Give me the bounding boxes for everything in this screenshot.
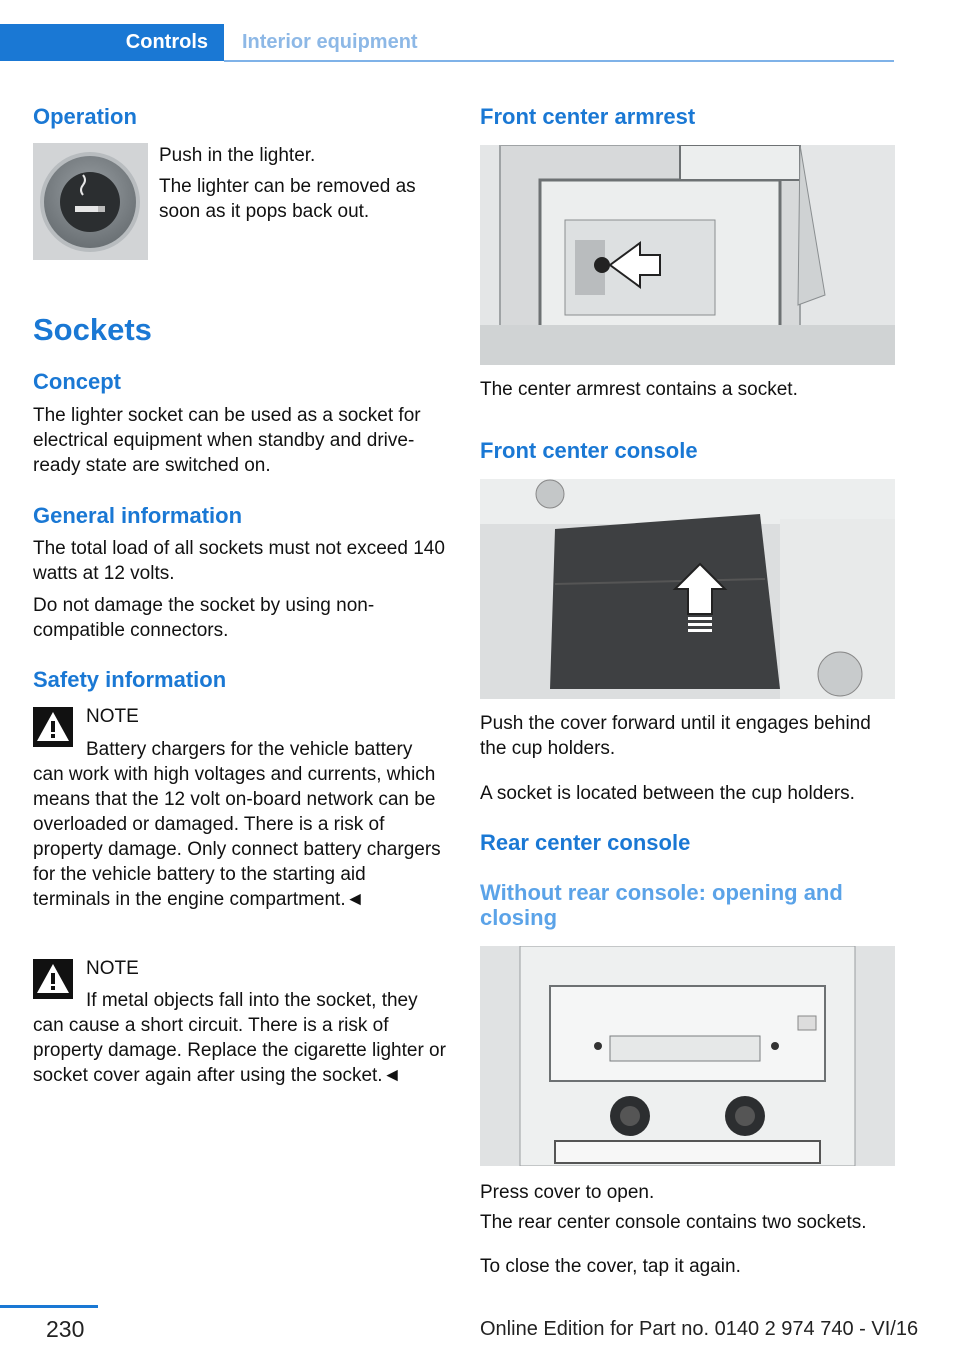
concept-heading: Concept	[33, 369, 121, 394]
general-paragraph-1: The total load of all sockets must not e…	[33, 538, 445, 584]
warning-triangle-icon	[33, 959, 73, 999]
edition-text: Online Edition for Part no. 0140 2 974 7…	[480, 1318, 919, 1340]
operation-heading: Operation	[33, 104, 137, 129]
rear-paragraph-3: To close the cover, tap it again.	[480, 1256, 741, 1277]
general-information-heading: General information	[33, 503, 243, 528]
front-center-armrest-heading: Front center armrest	[480, 104, 696, 129]
armrest-image	[480, 144, 895, 365]
rear-paragraph-2: The rear center console contains two soc…	[480, 1212, 867, 1233]
note-2-text: If metal objects fall into the socket, t…	[33, 990, 446, 1086]
header-divider	[224, 60, 894, 62]
console-paragraph-2: A socket is located between the cup hold…	[480, 783, 855, 804]
front-center-console-heading: Front center console	[480, 438, 698, 463]
general-paragraph-2: Do not damage the socket by using non-co…	[33, 595, 375, 641]
lighter-icon	[33, 143, 148, 260]
rear-console-subheading: Without rear console: opening and closin…	[480, 880, 843, 930]
page-number: 230	[46, 1316, 85, 1342]
rear-center-console-heading: Rear center console	[480, 830, 691, 855]
page-header: Controls Interior equipment	[0, 0, 960, 62]
console-paragraph-1: Push the cover forward until it engages …	[480, 713, 871, 759]
note-1-label: NOTE	[86, 706, 139, 727]
operation-line-1: Push in the lighter.	[159, 145, 316, 166]
concept-text: The lighter socket can be used as a sock…	[33, 405, 421, 476]
armrest-text: The center armrest contains a socket.	[480, 379, 798, 400]
warning-triangle-icon	[33, 707, 73, 747]
safety-information-heading: Safety information	[33, 667, 227, 692]
console-image	[480, 479, 895, 699]
sockets-heading: Sockets	[33, 312, 152, 347]
section-tab-controls[interactable]: Controls	[0, 24, 224, 61]
footer-rule	[0, 1305, 98, 1308]
note-1-text: Battery chargers for the vehicle battery…	[33, 739, 441, 910]
operation-line-2: The lighter can be removed as soon as it…	[159, 176, 416, 222]
section-tab-interior-equipment[interactable]: Interior equipment	[242, 31, 418, 53]
rear-paragraph-1: Press cover to open.	[480, 1182, 655, 1203]
rear-console-image	[480, 945, 895, 1167]
lighter-image	[33, 143, 148, 260]
note-2-label: NOTE	[86, 958, 139, 979]
